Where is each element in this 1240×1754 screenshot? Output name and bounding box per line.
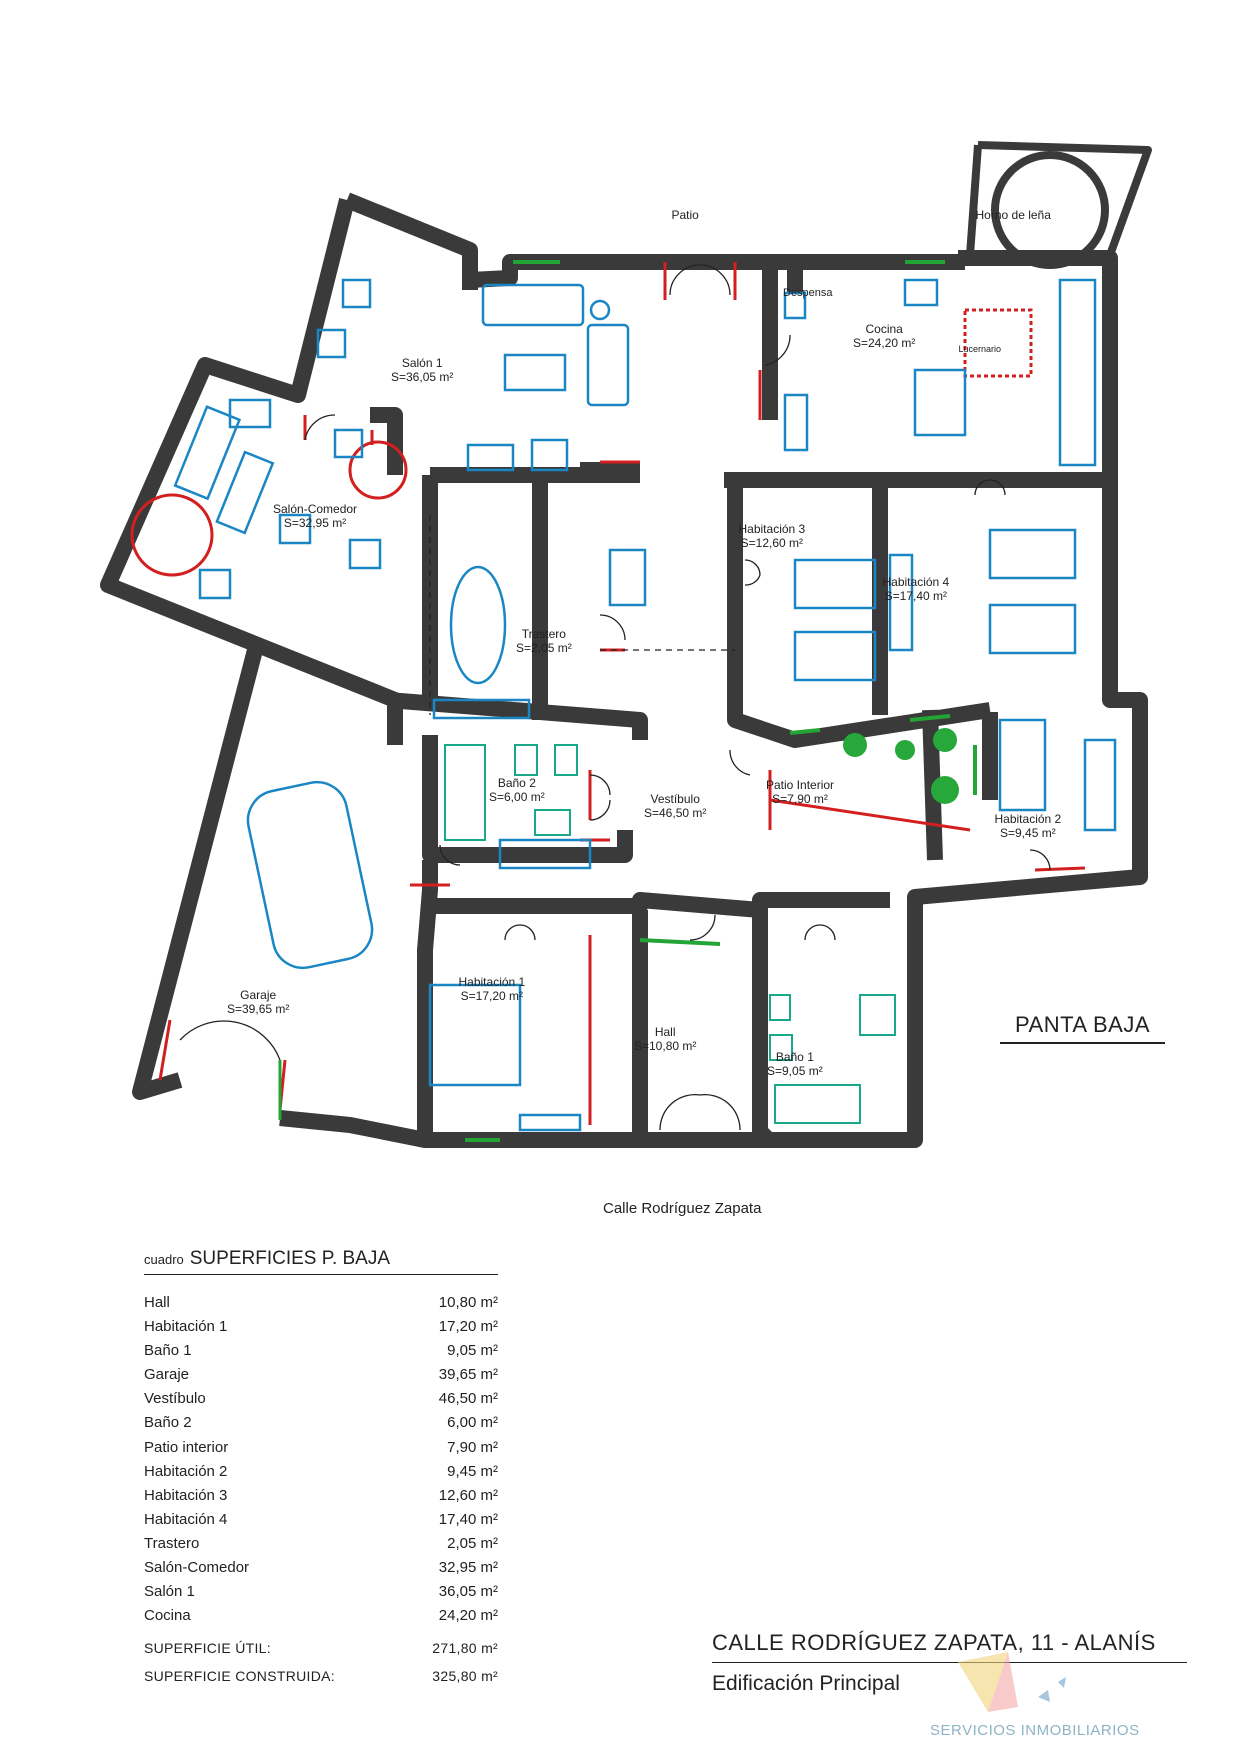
sanitary [444, 744, 896, 1124]
row-area: 46,50 m² [438, 1390, 498, 1408]
watermark-text: SERVICIOS INMOBILIARIOS [930, 1722, 1140, 1739]
watermark-logo-icon [958, 1652, 1066, 1712]
table-row: Vestíbulo 46,50 m² [144, 1387, 498, 1411]
table-row: Garaje 39,65 m² [144, 1363, 498, 1387]
table-row: Habitación 2 9,45 m² [144, 1460, 498, 1484]
table-row: Habitación 1 17,20 m² [144, 1315, 498, 1339]
row-room: Cocina [144, 1607, 191, 1625]
row-area: 32,95 m² [438, 1559, 498, 1577]
row-room: Baño 1 [144, 1342, 192, 1360]
row-room: Salón 1 [144, 1583, 195, 1601]
row-area: 36,05 m² [438, 1583, 498, 1601]
despensa-label: Despensa [783, 287, 833, 299]
row-area: 9,05 m² [447, 1342, 498, 1360]
walls [100, 141, 1152, 1148]
patio-label: Patio [671, 208, 699, 222]
furniture [173, 278, 1117, 1132]
row-area: 39,65 m² [438, 1366, 498, 1384]
table-row: Hall 10,80 m² [144, 1291, 498, 1315]
row-room: Habitación 3 [144, 1486, 228, 1504]
doors [130, 262, 1086, 1125]
row-room: Salón-Comedor [144, 1559, 250, 1577]
row-room: Trastero [144, 1534, 200, 1552]
row-room: Habitación 4 [144, 1510, 228, 1528]
table-row: Patio interior 7,90 m² [144, 1436, 498, 1460]
row-area: 17,40 m² [438, 1510, 498, 1528]
row-room: Garaje [144, 1366, 190, 1384]
table-row: Baño 1 9,05 m² [144, 1339, 498, 1363]
row-room: Habitación 2 [144, 1462, 228, 1480]
table-row: Salón-Comedor 32,95 m² [144, 1556, 498, 1580]
row-room: Vestíbulo [144, 1390, 206, 1408]
row-room: Hall [144, 1294, 170, 1311]
row-room: Patio interior [144, 1438, 229, 1456]
row-room: Baño 2 [144, 1414, 192, 1432]
table-row: Salón 1 36,05 m² [144, 1580, 498, 1604]
row-room: Habitación 1 [144, 1318, 228, 1336]
lucernario-label: Lucernario [958, 344, 1002, 354]
table-row: Trastero 2,05 m² [144, 1532, 498, 1556]
table-row: Baño 2 6,00 m² [144, 1411, 498, 1435]
row-area: 9,45 m² [447, 1462, 498, 1480]
row-area: 24,20 m² [438, 1607, 498, 1625]
row-area: 6,00 m² [447, 1414, 498, 1432]
superficie-construida-row: SUPERFICIE CONSTRUIDA:325,80 m² [144, 1668, 498, 1685]
row-area: 17,20 m² [438, 1318, 498, 1336]
table-row: Habitación 3 12,60 m² [144, 1484, 498, 1508]
street-label: Calle Rodríguez Zapata [603, 1200, 762, 1217]
horno-oven [991, 151, 1109, 269]
building-subtitle: Edificación Principal [712, 1672, 900, 1695]
superficie-util-row: SUPERFICIE ÚTIL:271,80 m² [144, 1640, 498, 1657]
windows [465, 260, 977, 1142]
table-row: Habitación 4 17,40 m² [144, 1508, 498, 1532]
row-area: 7,90 m² [447, 1438, 498, 1456]
horno-label: Horno de leña [975, 208, 1051, 222]
address-title: CALLE RODRÍGUEZ ZAPATA, 11 - ALANÍS [712, 1630, 1187, 1663]
row-area: 2,05 m² [447, 1534, 498, 1552]
row-area: 10,80 m² [438, 1294, 498, 1311]
plants [843, 728, 959, 804]
table-rows: Hall 10,80 m² Habitación 1 17,20 m² Baño 1 9,… [144, 1291, 498, 1628]
door-swings [179, 264, 1051, 1131]
plan-title: PANTA BAJA [1000, 1012, 1165, 1044]
table-row: Cocina 24,20 m² [144, 1604, 498, 1628]
row-area: 12,60 m² [438, 1486, 498, 1504]
